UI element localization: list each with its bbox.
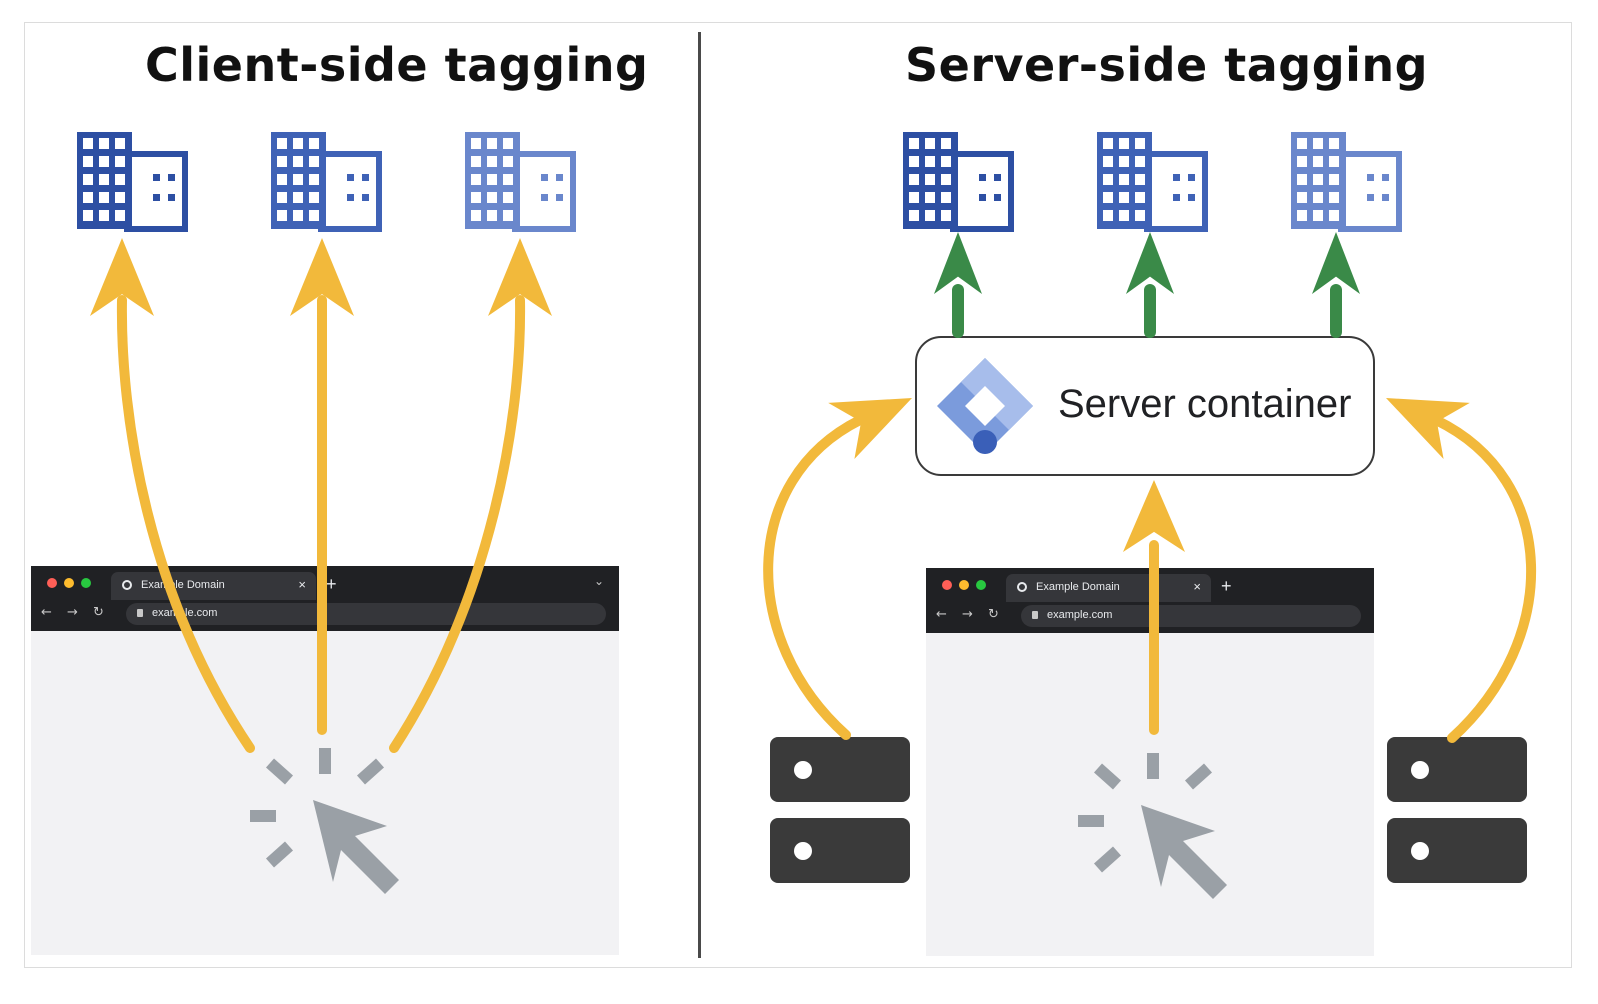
lock-icon bbox=[137, 609, 143, 617]
new-tab-button[interactable]: + bbox=[326, 574, 337, 594]
forward-icon[interactable]: → bbox=[962, 607, 973, 622]
lock-icon bbox=[1032, 611, 1038, 619]
client-side-title: Client-side tagging bbox=[145, 38, 649, 92]
server-container-label: Server container bbox=[1058, 382, 1352, 426]
tab-close-button[interactable]: × bbox=[298, 577, 306, 592]
panel-divider bbox=[698, 32, 701, 958]
click-cursor-icon bbox=[1078, 753, 1227, 899]
back-icon[interactable]: ← bbox=[41, 605, 52, 620]
building-icon bbox=[1291, 132, 1402, 232]
address-url: example.com bbox=[1047, 609, 1113, 621]
browser-tab[interactable]: Example Domain × bbox=[111, 572, 316, 600]
tag-manager-icon bbox=[937, 358, 1033, 454]
server-side-title: Server-side tagging bbox=[905, 38, 1429, 92]
tab-title: Example Domain bbox=[141, 579, 225, 591]
server-led bbox=[1411, 761, 1429, 779]
arrow-head bbox=[290, 238, 354, 316]
server-rack-icon bbox=[1387, 737, 1527, 802]
address-bar[interactable]: example.com bbox=[126, 603, 606, 625]
window-close-dot[interactable] bbox=[47, 578, 57, 588]
building-icon bbox=[465, 132, 576, 232]
window-minimize-dot[interactable] bbox=[959, 580, 969, 590]
server-rack-icon bbox=[770, 737, 910, 802]
click-cursor-icon bbox=[250, 748, 399, 894]
arrow-head bbox=[1126, 232, 1174, 294]
back-icon[interactable]: ← bbox=[936, 607, 947, 622]
tab-close-button[interactable]: × bbox=[1193, 579, 1201, 594]
tab-title: Example Domain bbox=[1036, 581, 1120, 593]
client-arrow-left bbox=[116, 295, 255, 753]
building-icon bbox=[271, 132, 382, 232]
new-tab-button[interactable]: + bbox=[1221, 576, 1232, 596]
forward-icon[interactable]: → bbox=[67, 605, 78, 620]
reload-icon[interactable]: ↻ bbox=[93, 605, 104, 620]
arrow-head bbox=[1312, 232, 1360, 294]
building-icon bbox=[77, 132, 188, 232]
reload-icon[interactable]: ↻ bbox=[988, 607, 999, 622]
window-zoom-dot[interactable] bbox=[976, 580, 986, 590]
arrow-head bbox=[934, 232, 982, 294]
server-led bbox=[794, 842, 812, 860]
arrow-head bbox=[488, 238, 552, 316]
server-rack-icon bbox=[1387, 818, 1527, 883]
browser-tab[interactable]: Example Domain × bbox=[1006, 574, 1211, 602]
arrow-head bbox=[1386, 398, 1470, 460]
address-bar[interactable]: example.com bbox=[1021, 605, 1361, 627]
window-zoom-dot[interactable] bbox=[81, 578, 91, 588]
arrow-head bbox=[828, 398, 912, 460]
arrow-head bbox=[90, 238, 154, 316]
globe-icon bbox=[1017, 582, 1027, 592]
arrow-head bbox=[1123, 480, 1185, 552]
building-icon bbox=[1097, 132, 1208, 232]
chevron-down-icon[interactable]: ⌄ bbox=[594, 574, 605, 588]
server-led bbox=[794, 761, 812, 779]
window-minimize-dot[interactable] bbox=[64, 578, 74, 588]
window-close-dot[interactable] bbox=[942, 580, 952, 590]
server-rack-icon bbox=[770, 818, 910, 883]
globe-icon bbox=[122, 580, 132, 590]
rack-left-to-server-arrow bbox=[763, 415, 865, 740]
server-led bbox=[1411, 842, 1429, 860]
building-icon bbox=[903, 132, 1014, 232]
client-arrow-right bbox=[389, 295, 526, 753]
rack-right-to-server-arrow bbox=[1431, 415, 1536, 743]
